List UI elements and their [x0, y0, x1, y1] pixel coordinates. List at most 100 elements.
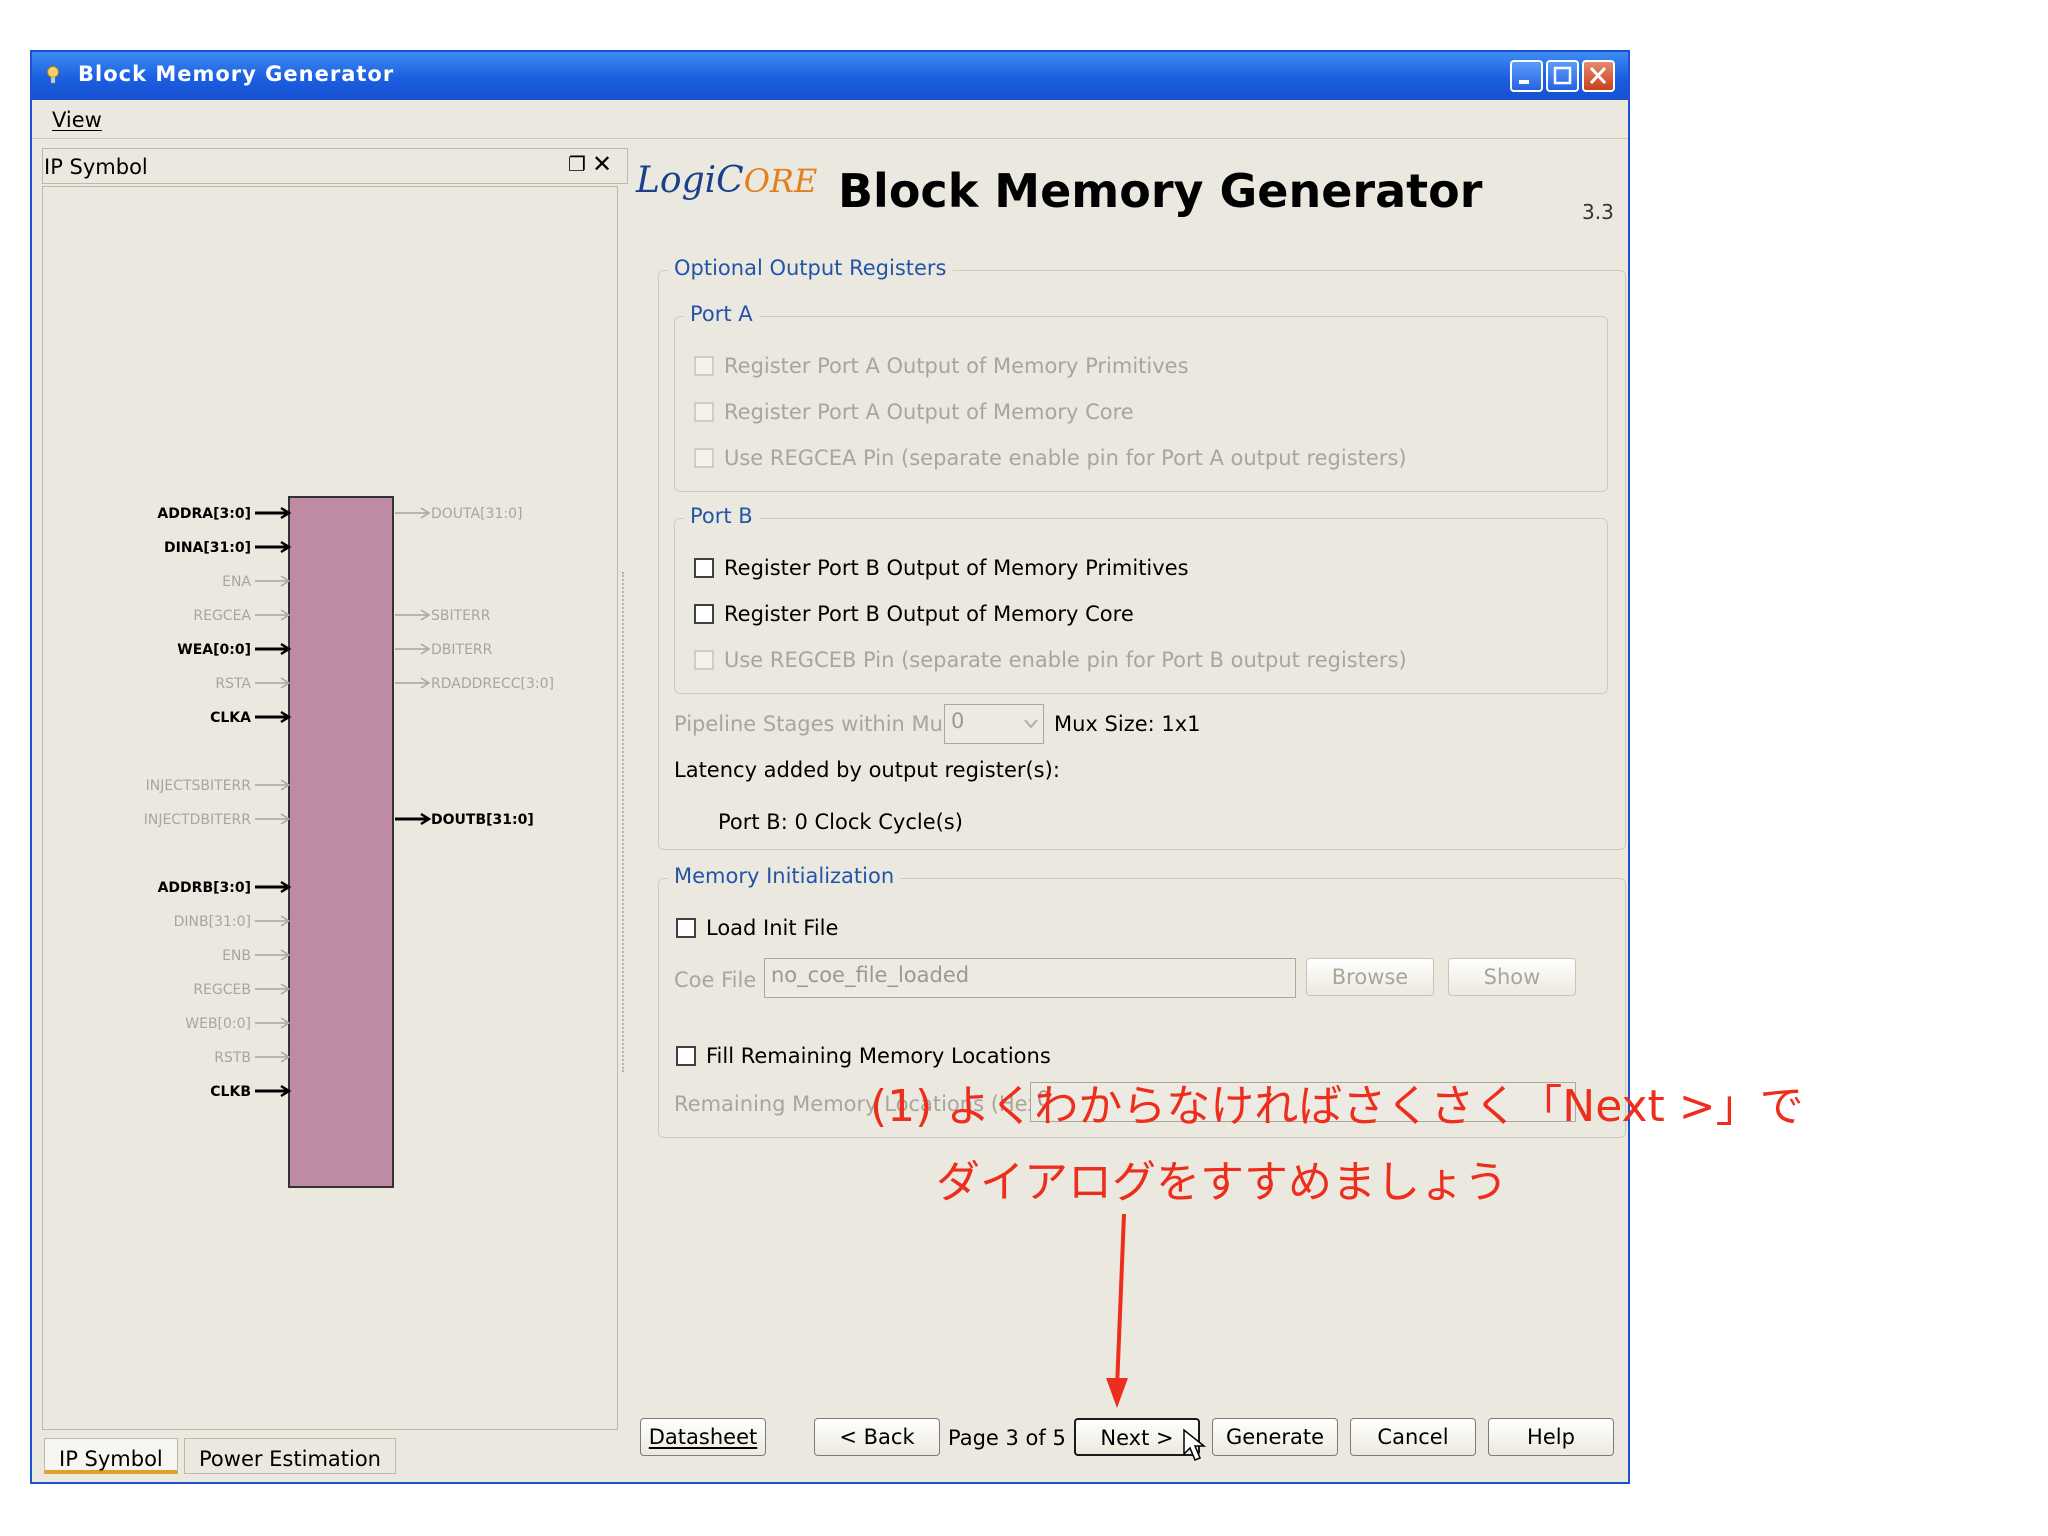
- use-regcea-pin-checkbox[interactable]: [694, 448, 714, 468]
- pin-label: REGCEB: [193, 982, 251, 998]
- register-port-b-primitives-checkbox[interactable]: [694, 558, 714, 578]
- menu-bar: [32, 100, 1628, 139]
- annotation-line-1: (1) よくわからなければさくさく「Next >」で: [870, 1081, 1804, 1132]
- minimize-button[interactable]: [1510, 60, 1543, 92]
- pin-label: RSTA: [215, 676, 251, 692]
- close-button[interactable]: [1582, 60, 1615, 92]
- back-button[interactable]: < Back: [814, 1418, 940, 1456]
- close-icon: [1589, 66, 1607, 85]
- browse-button[interactable]: Browse: [1306, 958, 1434, 996]
- port-a-legend: Port A: [684, 302, 759, 326]
- load-init-file-checkbox[interactable]: [676, 918, 696, 938]
- minimize-icon: [1519, 80, 1529, 84]
- latency-value: Port B: 0 Clock Cycle(s): [718, 810, 963, 834]
- pin-line: [280, 983, 291, 995]
- memory-block: [288, 496, 394, 1188]
- load-init-file-label: Load Init File: [706, 916, 839, 940]
- float-panel-icon[interactable]: ❐: [568, 152, 586, 176]
- remaining-memory-label: Remaining Memory Locations (Hex): [674, 1092, 1048, 1116]
- ip-symbol-diagram: ADDRA[3:0] DINA[31:0] ENA REGCEA WEA[0:0] RST…: [144, 496, 554, 1188]
- pin-line: [280, 1051, 291, 1063]
- pin-label: DOUTB[31:0]: [431, 812, 534, 828]
- pin-label: ENB: [222, 948, 251, 964]
- pin-label: ADDRA[3:0]: [157, 506, 251, 522]
- title-bar[interactable]: Block Memory Generator: [32, 52, 1628, 100]
- pin-label: ENA: [222, 574, 251, 590]
- pin-line: [420, 609, 431, 621]
- pin-line: [280, 1017, 291, 1029]
- use-regceb-pin-checkbox[interactable]: [694, 650, 714, 670]
- close-panel-icon[interactable]: ✕: [592, 150, 613, 178]
- pin-line: [280, 779, 291, 791]
- pin-line: [280, 506, 292, 520]
- pin-label: DOUTA[31:0]: [431, 506, 522, 522]
- page-title: Block Memory Generator: [838, 164, 1483, 218]
- port-b-group: [674, 518, 1608, 694]
- chevron-down-icon: [1024, 719, 1038, 729]
- memory-initialization-group: [658, 878, 1626, 1138]
- register-port-a-core-checkbox[interactable]: [694, 402, 714, 422]
- pin-line: [280, 1084, 292, 1098]
- pin-line: [420, 643, 431, 655]
- checkbox-label: Register Port B Output of Memory Primiti…: [724, 556, 1189, 580]
- tab-ip-symbol[interactable]: IP Symbol: [44, 1438, 178, 1474]
- pin-label: REGCEA: [193, 608, 251, 624]
- pin-label: RSTB: [214, 1050, 251, 1066]
- port-a-group: [674, 316, 1608, 492]
- pin-line: [420, 812, 432, 826]
- logicore-logo: LogiCORE: [636, 160, 818, 201]
- memory-init-legend: Memory Initialization: [668, 864, 901, 888]
- generate-button[interactable]: Generate: [1212, 1418, 1338, 1456]
- datasheet-button[interactable]: Datasheet: [640, 1418, 766, 1456]
- checkbox-label: Register Port A Output of Memory Primiti…: [724, 354, 1189, 378]
- app-window: Block Memory Generator View IP Symbol ❐ …: [30, 50, 1630, 1484]
- pin-label: DINB[31:0]: [174, 914, 251, 930]
- show-button[interactable]: Show: [1448, 958, 1576, 996]
- app-icon: [47, 66, 59, 84]
- checkbox-label: Register Port A Output of Memory Core: [724, 400, 1134, 424]
- panel-splitter[interactable]: [622, 572, 630, 1072]
- tab-power-estimation[interactable]: Power Estimation: [184, 1438, 396, 1474]
- group-legend: Optional Output Registers: [668, 256, 953, 280]
- fill-remaining-label: Fill Remaining Memory Locations: [706, 1044, 1051, 1068]
- next-button[interactable]: Next >: [1074, 1418, 1200, 1456]
- coe-file-label: Coe File: [674, 968, 757, 992]
- pin-line: [280, 540, 292, 554]
- checkbox-label: Use REGCEB Pin (separate enable pin for …: [724, 648, 1407, 672]
- cancel-button[interactable]: Cancel: [1350, 1418, 1476, 1456]
- maximize-button[interactable]: [1546, 60, 1579, 92]
- maximize-icon: [1553, 66, 1572, 85]
- pin-label: WEB[0:0]: [185, 1016, 251, 1032]
- pin-label: WEA[0:0]: [177, 642, 251, 658]
- version-label: 3.3: [1582, 200, 1614, 224]
- help-button[interactable]: Help: [1488, 1418, 1614, 1456]
- panel-title: IP Symbol: [44, 155, 148, 179]
- remaining-memory-input[interactable]: 0: [1030, 1082, 1576, 1122]
- coe-file-input[interactable]: no_coe_file_loaded: [764, 958, 1296, 998]
- pin-line: [280, 880, 292, 894]
- pin-label: INJECTSBITERR: [146, 778, 252, 794]
- pin-line: [420, 677, 431, 689]
- window-title: Block Memory Generator: [78, 62, 395, 86]
- pin-line: [280, 677, 291, 689]
- pipeline-stages-label: Pipeline Stages within Mux: [674, 712, 956, 736]
- mouse-cursor-icon: [1183, 1428, 1207, 1461]
- mux-size-label: Mux Size: 1x1: [1054, 712, 1201, 736]
- pipeline-stages-select[interactable]: 0: [944, 704, 1044, 744]
- pin-line: [420, 507, 431, 519]
- menu-view[interactable]: View: [52, 108, 102, 132]
- annotation-arrow: [1106, 1213, 1128, 1408]
- fill-remaining-checkbox[interactable]: [676, 1046, 696, 1066]
- pin-line: [280, 949, 291, 961]
- register-port-a-primitives-checkbox[interactable]: [694, 356, 714, 376]
- pin-label: INJECTDBITERR: [144, 812, 252, 828]
- pin-label: SBITERR: [431, 608, 491, 624]
- checkbox-label: Use REGCEA Pin (separate enable pin for …: [724, 446, 1407, 470]
- pin-line: [280, 575, 291, 587]
- pin-label: DINA[31:0]: [164, 540, 251, 556]
- register-port-b-core-checkbox[interactable]: [694, 604, 714, 624]
- pin-line: [280, 710, 292, 724]
- port-b-legend: Port B: [684, 504, 759, 528]
- latency-label: Latency added by output register(s):: [674, 758, 1060, 782]
- checkbox-label: Register Port B Output of Memory Core: [724, 602, 1134, 626]
